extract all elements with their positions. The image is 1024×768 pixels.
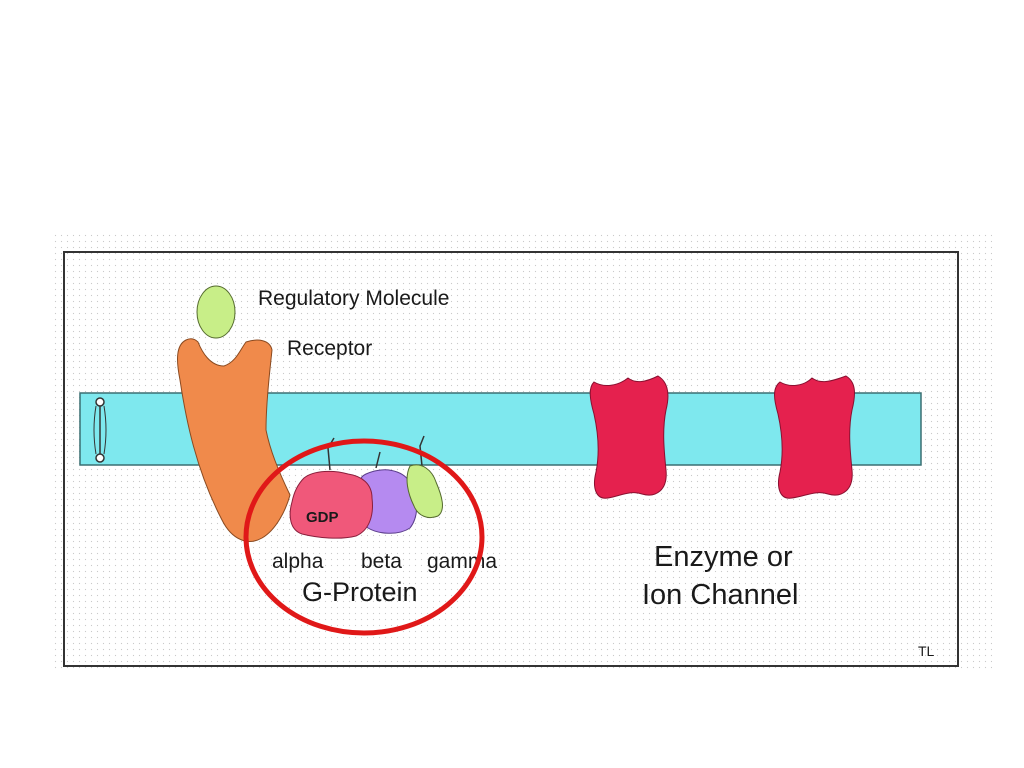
beta-label: beta [361,550,402,573]
highlight-circle [243,438,485,636]
enzyme-label-line1: Enzyme or [654,541,793,573]
receptor-label: Receptor [287,337,372,360]
regulatory-molecule [196,285,236,339]
gamma-subunit [406,464,443,519]
credit-label: TL [918,643,935,659]
gdp-label: GDP [306,509,339,526]
gamma-label: gamma [427,550,497,573]
alpha-label: alpha [272,550,324,573]
gamma-anchor-line [419,435,425,467]
regulatory-molecule-label: Regulatory Molecule [258,287,449,310]
g-protein-label: G-Protein [302,577,418,607]
beta-anchor-line [375,451,381,469]
enzyme-label-line2: Ion Channel [642,579,798,611]
alpha-subunit [289,470,373,539]
lipid-marker-icon [93,397,107,463]
enzyme-channel-right [774,375,855,499]
enzyme-channel-left [589,375,669,499]
